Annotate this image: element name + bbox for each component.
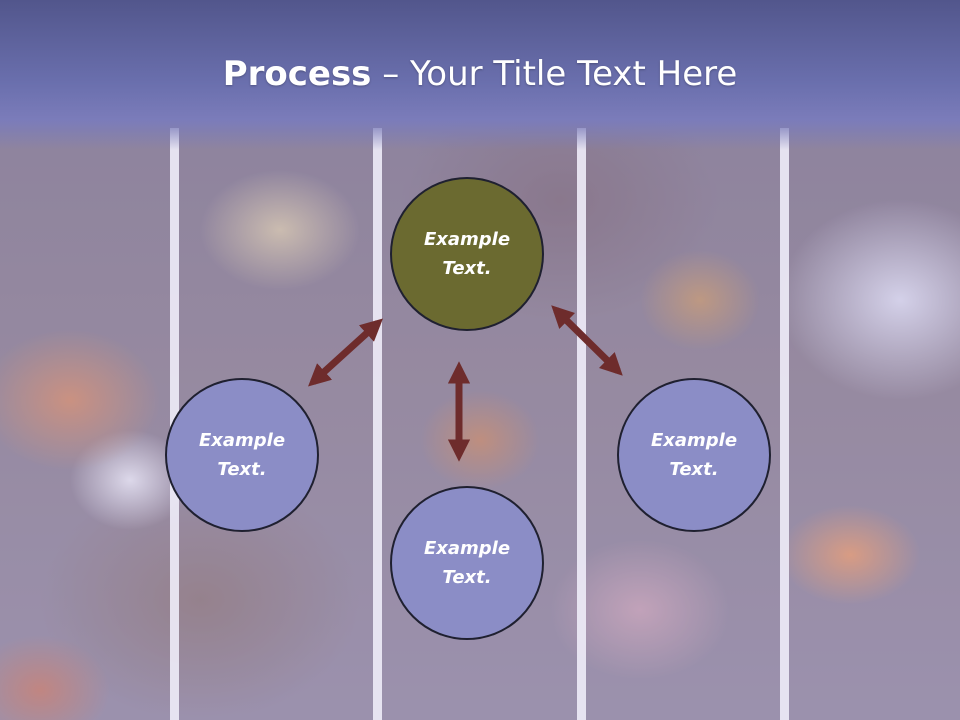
node-text: Example Text. <box>423 229 511 279</box>
process-node-bottom[interactable]: Example Text. <box>390 486 544 640</box>
title-bar <box>0 0 960 150</box>
slide-title[interactable]: Process – Your Title Text Here <box>0 50 960 98</box>
process-node-right[interactable]: Example Text. <box>617 378 771 532</box>
vertical-divider <box>577 128 586 720</box>
process-node-center[interactable]: Example Text. <box>390 177 544 331</box>
node-text: Example Text. <box>198 430 286 480</box>
node-text: Example Text. <box>650 430 738 480</box>
arrow-center-right[interactable] <box>551 305 623 376</box>
slide-title-bold: Process <box>222 54 372 94</box>
vertical-divider <box>373 128 382 720</box>
slide-title-rest: – Your Title Text Here <box>371 54 738 94</box>
arrow-center-left[interactable] <box>308 318 383 387</box>
vertical-divider <box>780 128 789 720</box>
node-text: Example Text. <box>423 538 511 588</box>
process-node-left[interactable]: Example Text. <box>165 378 319 532</box>
